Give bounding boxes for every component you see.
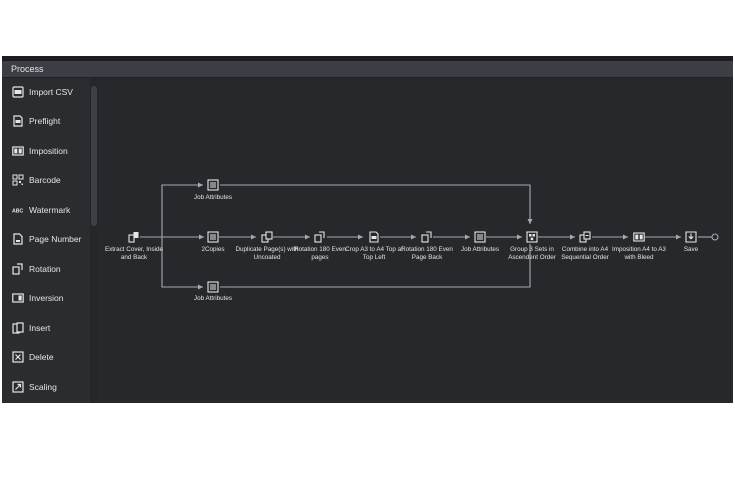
- job-attributes-icon: [474, 231, 486, 243]
- panel-title: Process: [11, 64, 44, 74]
- node-label: Save: [683, 246, 699, 253]
- group-node[interactable]: [526, 231, 538, 243]
- csv-icon: [12, 86, 24, 98]
- scaling-icon: [12, 381, 24, 393]
- rotation-node[interactable]: [421, 231, 433, 243]
- combine-node[interactable]: [579, 231, 591, 243]
- tool-label: Barcode: [29, 175, 61, 185]
- rotation-icon: [12, 263, 24, 275]
- node-label: Job Attributes: [460, 246, 500, 253]
- tool-label: Insert: [29, 323, 51, 333]
- preflight-icon: [12, 115, 24, 127]
- tool-imposition[interactable]: Imposition: [2, 139, 88, 165]
- tool-inversion[interactable]: Inversion: [2, 286, 88, 312]
- tool-rotation[interactable]: Rotation: [2, 257, 88, 283]
- node-label: Rotation 180 Even Page Back: [401, 246, 453, 261]
- group-icon: [526, 231, 538, 243]
- svg-text:ABC: ABC: [12, 209, 23, 215]
- workflow-connectors: [140, 182, 719, 290]
- save-node[interactable]: [685, 231, 697, 243]
- job-attributes-node[interactable]: [207, 281, 219, 293]
- tool-delete[interactable]: Delete: [2, 345, 88, 371]
- extract-node[interactable]: [128, 231, 140, 243]
- extract-icon: [128, 232, 139, 243]
- node-label: Extract Cover, Inside and Back: [104, 246, 164, 261]
- tool-label: Inversion: [29, 293, 64, 303]
- duplicate-node[interactable]: [261, 231, 273, 243]
- tool-label: Watermark: [29, 205, 71, 215]
- copies-icon: [207, 231, 219, 243]
- process-panel-header: Process: [2, 61, 733, 78]
- tool-label: Rotation: [29, 264, 61, 274]
- job-attributes-node[interactable]: [474, 231, 486, 243]
- tool-import-csv[interactable]: Import CSV: [2, 80, 88, 106]
- node-label: Imposition A4 to A3 with Bleed: [612, 246, 666, 261]
- job-attributes-icon: [207, 281, 219, 293]
- imposition-icon: [633, 232, 645, 242]
- combine-icon: [579, 231, 591, 243]
- node-label: Job Attributes: [193, 194, 233, 201]
- job-attributes-node[interactable]: [207, 179, 219, 191]
- node-label: Job Attributes: [193, 295, 233, 302]
- save-icon: [685, 231, 697, 243]
- node-label: Duplicate Page(s) with Uncoated: [235, 246, 299, 261]
- inversion-icon: [12, 292, 24, 304]
- job-attributes-icon: [207, 179, 219, 191]
- workflow-canvas[interactable]: Extract Cover, Inside and Back Job Attri…: [98, 78, 733, 403]
- tool-watermark[interactable]: ABC Watermark: [2, 198, 88, 224]
- palette-scrollbar[interactable]: [90, 78, 98, 403]
- node-label: 2Copies: [201, 246, 225, 253]
- tool-label: Import CSV: [29, 87, 73, 97]
- imposition-icon: [12, 145, 24, 157]
- crop-icon: [369, 231, 379, 243]
- rotation-icon: [421, 231, 432, 243]
- copies-node[interactable]: [207, 231, 219, 243]
- insert-icon: [12, 322, 24, 334]
- rotation-icon: [314, 231, 325, 243]
- node-label: Crop A3 to A4 Top at Top Left: [345, 246, 403, 261]
- tool-label: Imposition: [29, 146, 68, 156]
- tool-page-number[interactable]: Page Number: [2, 227, 88, 253]
- scrollbar-thumb[interactable]: [91, 86, 97, 226]
- barcode-icon: [12, 174, 24, 186]
- crop-node[interactable]: [368, 231, 380, 243]
- duplicate-icon: [261, 231, 273, 243]
- node-label: Group 3 Sets in Ascendent Order: [508, 246, 556, 261]
- node-label: Combine into A4 Sequential Order: [561, 246, 609, 261]
- window-top-bar: [2, 56, 733, 61]
- page-number-icon: [12, 233, 24, 245]
- process-tool-palette: Import CSV Preflight Imposition Barcode …: [2, 78, 90, 403]
- app-window: Process Import CSV Preflight Imposition …: [2, 56, 733, 403]
- tool-preflight[interactable]: Preflight: [2, 109, 88, 135]
- tool-label: Preflight: [29, 116, 61, 126]
- scroll-up-icon[interactable]: [91, 78, 97, 90]
- tool-insert[interactable]: Insert: [2, 316, 88, 342]
- imposition-node[interactable]: [633, 231, 645, 243]
- tool-label: Page Number: [29, 234, 82, 244]
- watermark-icon: ABC: [12, 204, 24, 216]
- tool-label: Scaling: [29, 382, 57, 392]
- delete-icon: [12, 351, 24, 363]
- rotation-node[interactable]: [314, 231, 326, 243]
- node-label: Rotation 180 Even pages: [294, 246, 346, 261]
- tool-label: Delete: [29, 352, 54, 362]
- tool-scaling[interactable]: Scaling: [2, 375, 88, 401]
- tool-barcode[interactable]: Barcode: [2, 168, 88, 194]
